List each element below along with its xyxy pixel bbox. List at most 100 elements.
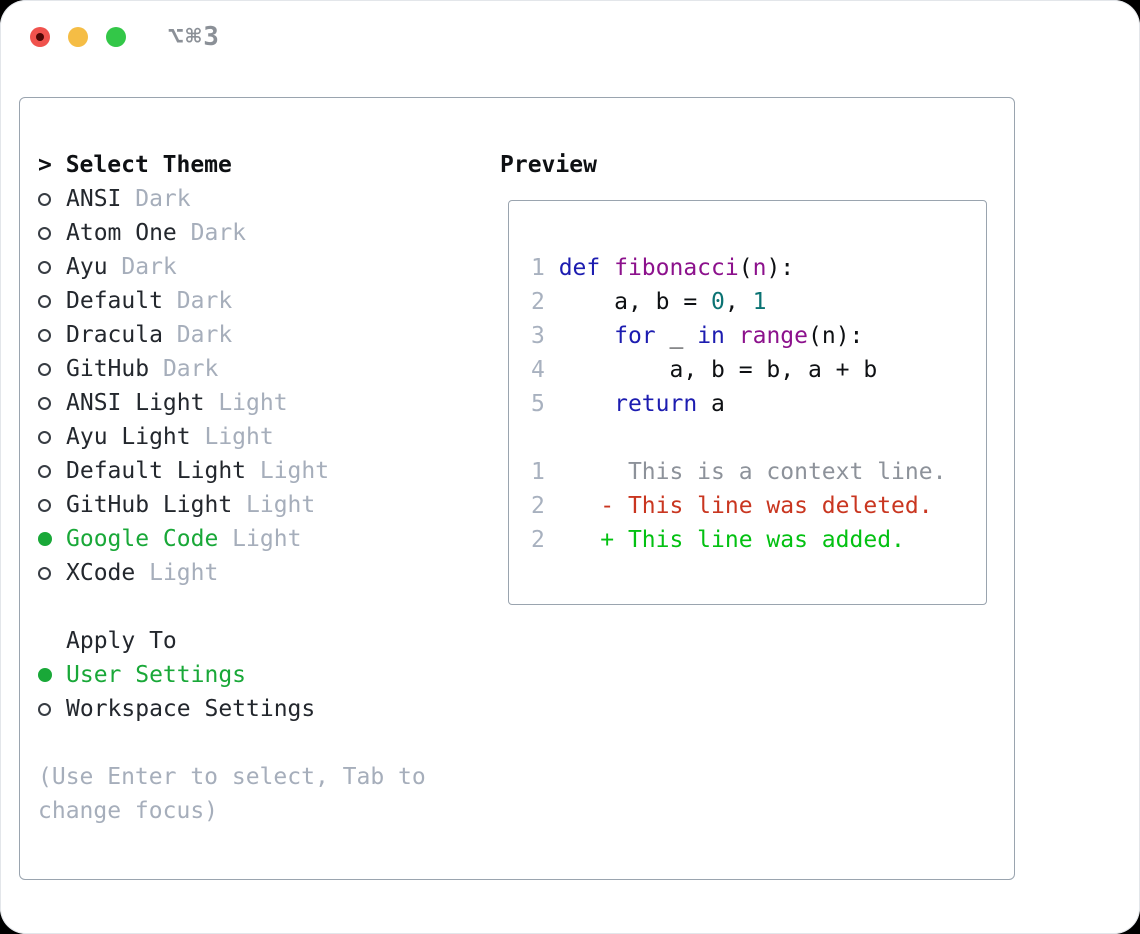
circle-icon [38,294,51,308]
code-token-pl: a, b = [558,289,712,315]
code-token-fn: range [738,323,808,349]
option-variant-label: Dark [107,254,177,280]
preview-title: Preview [500,152,597,178]
theme-option-8[interactable]: Default Light Light [38,454,329,488]
circle-icon [38,430,51,444]
theme-option-7[interactable]: Ayu Light Light [38,420,329,454]
theme-option-0[interactable]: ANSI Dark [38,182,329,216]
theme-option-9[interactable]: GitHub Light Light [38,488,329,522]
code-line: 1 def fibonacci(n): [531,251,946,285]
minimize-button[interactable] [68,27,88,47]
circle-icon [38,498,51,512]
code-token-ln: 2 [531,493,559,519]
code-token-kw: in [697,323,725,349]
code-line: 1 This is a context line. [531,455,946,489]
code-line [531,421,946,455]
code-token-pl: , [724,289,753,315]
theme-picker-panel [19,97,1015,880]
close-button[interactable] [30,27,50,47]
radio-icon [38,488,66,522]
circle-icon [38,396,51,410]
option-label: Workspace Settings [66,696,316,722]
code-token-kw: return [614,391,698,417]
radio-icon [38,250,66,284]
theme-option-3[interactable]: Default Dark [38,284,329,318]
radio-icon [38,556,66,590]
option-variant-label: Light [246,458,330,484]
preview-header: Preview [500,148,597,182]
close-focus-dot [36,33,44,41]
option-variant-label: Light [218,526,302,552]
option-label: GitHub Light [66,492,233,518]
code-token-kw: def [558,255,615,281]
code-token-kw: for [614,323,656,349]
code-token-pl: ( [738,255,753,281]
option-variant-label: Dark [149,356,219,382]
code-token-pl: _ [655,323,698,349]
code-token-ln: 2 [531,289,559,315]
radio-icon [38,216,66,250]
code-token-ln: 3 [531,323,559,349]
option-label: ANSI [66,186,122,212]
theme-option-11[interactable]: XCode Light [38,556,329,590]
option-variant-label: Light [135,560,219,586]
apply-to-indent [38,624,66,658]
option-label: User Settings [66,662,247,688]
radio-icon [38,182,66,216]
option-label: XCode [66,560,136,586]
code-token-fn: n [752,255,767,281]
option-variant-label: Dark [121,186,191,212]
option-variant-label: Dark [162,322,233,348]
radio-icon [38,420,66,454]
code-token-ln: 2 [531,527,559,553]
code-line: 2 - This line was deleted. [531,489,946,523]
code-token-fn: fibonacci [614,255,739,281]
circle-icon [38,464,51,478]
code-line: 3 for _ in range(n): [531,319,946,353]
circle-icon [38,192,51,206]
zoom-button[interactable] [106,27,126,47]
radio-icon [38,352,66,386]
option-variant-label: Dark [176,220,247,246]
option-label: Dracula [66,322,163,348]
circle-icon [38,328,51,342]
code-line: 2 + This line was added. [531,523,946,557]
option-label: Default [66,288,163,314]
radio-icon [38,386,66,420]
code-line: 2 a, b = 0, 1 [531,285,946,319]
option-label: Default Light [66,458,247,484]
code-token-lit: 1 [752,289,767,315]
option-label: Ayu [66,254,108,280]
apply-to-title: Apply To [66,628,177,654]
theme-option-4[interactable]: Dracula Dark [38,318,329,352]
code-token-pl [559,323,614,349]
option-label: GitHub [66,356,150,382]
code-token-pl: a [697,391,725,417]
option-label: Ayu Light [66,424,191,450]
apply-option-0[interactable]: User Settings [38,658,315,692]
option-variant-label: Light [232,492,316,518]
theme-option-2[interactable]: Ayu Dark [38,250,329,284]
theme-option-6[interactable]: ANSI Light Light [38,386,329,420]
traffic-lights [30,27,126,47]
code-token-pl [725,323,739,349]
option-variant-label: Light [190,424,274,450]
radio-icon [38,454,66,488]
option-label: Atom One [66,220,177,246]
code-token-pl: ): [766,255,795,281]
apply-option-1[interactable]: Workspace Settings [38,692,315,726]
code-token-add: + This line was added. [558,527,905,553]
code-token-del: - This line was deleted. [558,493,933,519]
theme-option-1[interactable]: Atom One Dark [38,216,329,250]
select-theme-title: Select Theme [65,152,232,178]
theme-option-5[interactable]: GitHub Dark [38,352,329,386]
code-token-ln: 5 [531,391,559,417]
apply-to-header: Apply To [38,624,315,658]
theme-option-10[interactable]: Google Code Light [38,522,329,556]
